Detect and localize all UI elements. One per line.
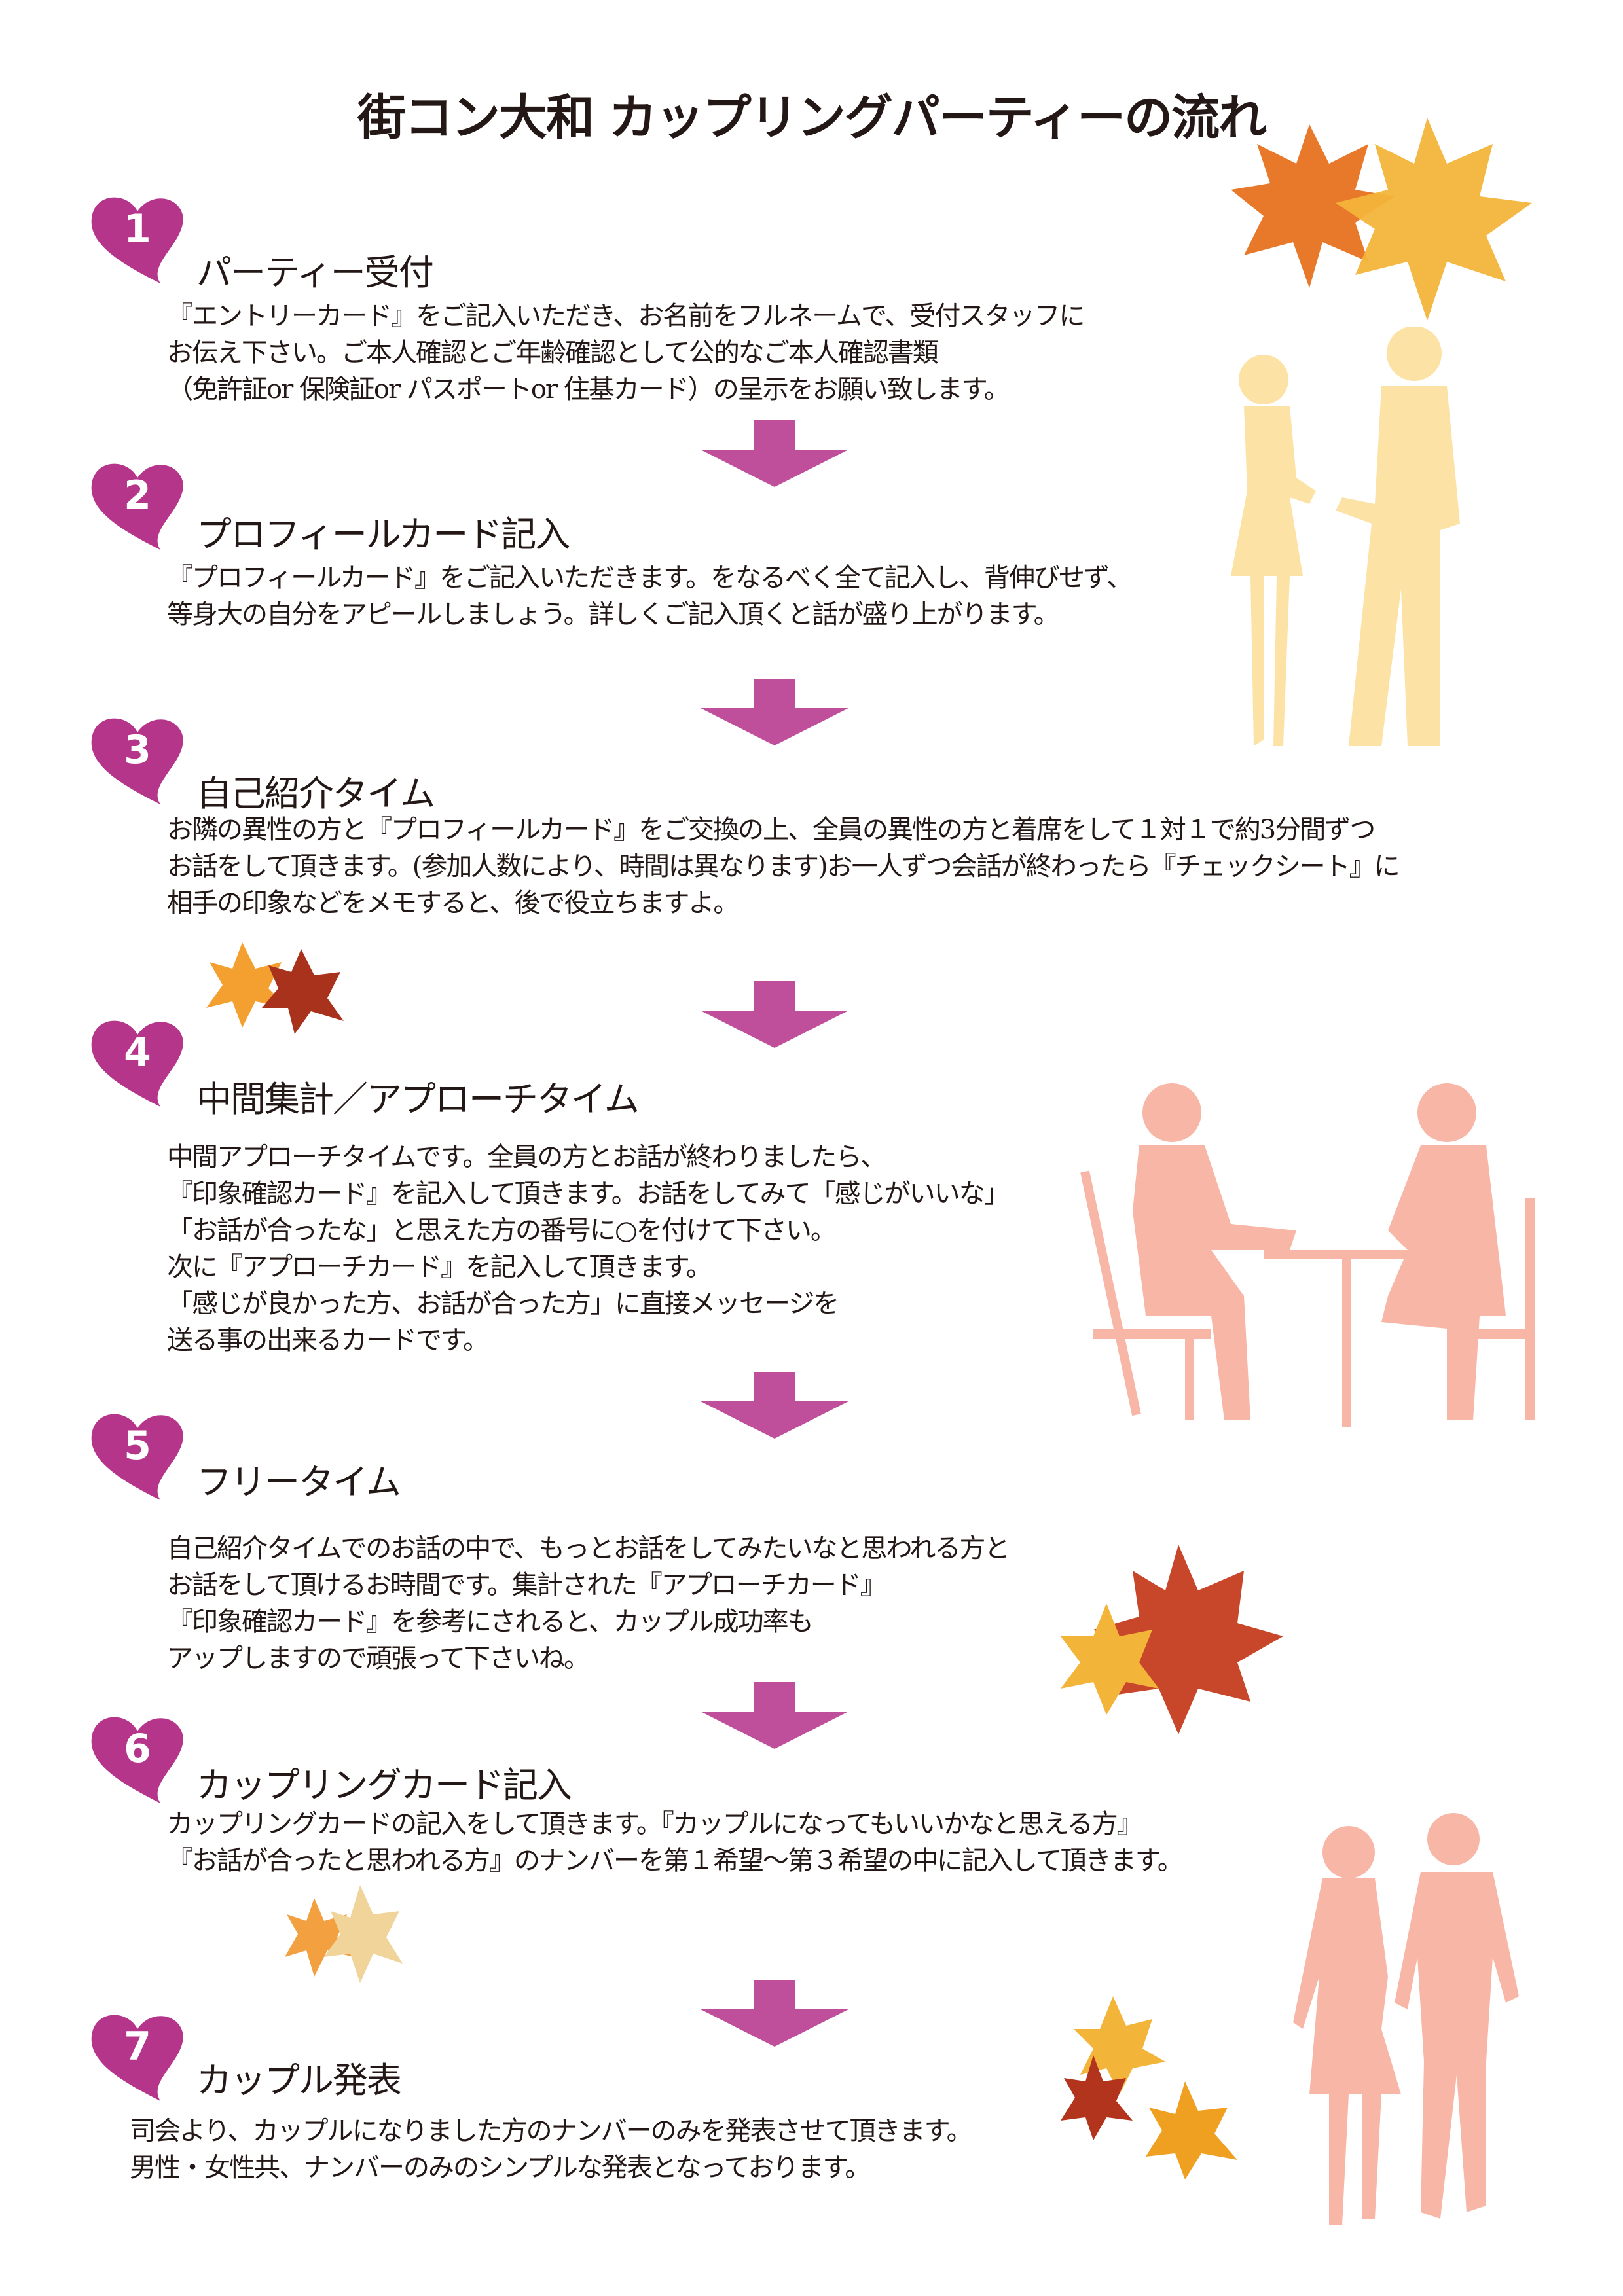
step-description-line: お話をして頂けるお時間です。集計された『アプローチカード』 [167, 1570, 886, 1600]
heart-icon [91, 463, 183, 550]
step-description-line: 相手の印象などをメモすると、後で役立ちますよ。 [167, 888, 739, 918]
step-number: 1 [124, 206, 151, 252]
down-arrow-icon [701, 1682, 848, 1749]
step-number: 3 [124, 727, 151, 773]
step-description-line: カップリングカードの記入をして頂きます。『カップルになってもいいかなと思える方』 [167, 1809, 1143, 1839]
heart-number-badge: 7 [88, 2009, 187, 2101]
step-heading: パーティー受付 [196, 252, 434, 293]
heart-number-badge: 2 [88, 458, 187, 550]
step-description-line: 『印象確認カード』を記入して頂きます。お話をしてみて「感じがいいな」 [167, 1179, 1010, 1209]
step-description-line: 「感じが良かった方、お話が合った方」に直接メッセージを [167, 1289, 839, 1319]
step-description-line: お伝え下さい。ご本人確認とご年齢確認として公的なご本人確認書類 [167, 338, 939, 368]
heart-icon [91, 2015, 183, 2101]
down-arrow-icon [701, 981, 848, 1048]
step-heading: プロフィールカード記入 [196, 514, 570, 555]
couple-dining-silhouette-icon [1080, 1083, 1535, 1427]
step-description-line: 『エントリーカード』をご記入いただき、お名前をフルネームで、受付スタッフに [167, 301, 1085, 331]
step-description-line: 司会より、カップルになりました方のナンバーのみを発表させて頂きます。 [130, 2116, 973, 2146]
step-description-line: お話をして頂きます。(参加人数により、時間は異なります)お一人ずつ会話が終わった… [167, 852, 1400, 882]
heart-icon [91, 718, 183, 804]
heart-icon [91, 197, 183, 283]
step-description-line: 『お話が合ったと思われる方』のナンバーを第１希望～第３希望の中に記入して頂きます… [167, 1846, 1184, 1876]
heart-number-badge: 6 [88, 1712, 187, 1803]
step-description-line: 自己紹介タイムでのお話の中で、もっとお話をしてみたいなと思われる方と [167, 1534, 1010, 1564]
step-number: 7 [124, 2024, 151, 2070]
maple-leaves-small-icon [206, 942, 344, 1034]
step-description-line: （免許証or 保険証or パスポートor 住基カード）の呈示をお願い致します。 [167, 374, 1010, 404]
step-heading: 自己紹介タイム [196, 773, 435, 814]
heart-number-badge: 5 [88, 1408, 187, 1500]
step-description-line: 等身大の自分をアピールしましょう。詳しくご記入頂くと話が盛り上がります。 [167, 600, 1060, 630]
heart-number-badge: 1 [88, 192, 187, 283]
step-description-line: お隣の異性の方と『プロフィールカード』をご交換の上、全員の異性の方と着席をして１… [167, 815, 1376, 845]
maple-leaves-faded-icon [285, 1885, 403, 1983]
down-arrow-icon [701, 1980, 848, 2047]
step-description-line: 次に『アプローチカード』を記入して頂きます。 [167, 1252, 712, 1282]
step-number: 4 [124, 1030, 151, 1075]
couple-walking-silhouette-icon [1293, 1813, 1519, 2225]
couple-talking-silhouette-icon [1231, 327, 1460, 746]
step-description-line: 『印象確認カード』を参考にされると、カップル成功率も [167, 1607, 814, 1637]
heart-icon [91, 1020, 183, 1107]
heart-icon [91, 1414, 183, 1500]
step-description-line: 「お話が合ったな」と思えた方の番号に○を付けて下さい。 [167, 1215, 837, 1246]
page-title: 街コン大和 カップリングパーティーの流れ [357, 90, 1267, 146]
step-heading: 中間集計／アプローチタイム [196, 1079, 640, 1120]
step-description-line: 『プロフィールカード』をご記入いただきます。をなるべく全て記入し、背伸びせず、 [167, 563, 1133, 593]
maple-leaves-middle-icon [1061, 1545, 1283, 1734]
maple-leaves-bottom-icon [1061, 1996, 1237, 2179]
step-description-line: 男性・女性共、ナンバーのみのシンプルな発表となっております。 [130, 2153, 871, 2183]
step-description-line: 中間アプローチタイムです。全員の方とお話が終わりましたら、 [167, 1142, 886, 1172]
down-arrow-icon [701, 420, 848, 487]
step-heading: フリータイム [196, 1462, 401, 1503]
step-heading: カップル発表 [196, 2060, 402, 2101]
heart-number-badge: 3 [88, 713, 187, 804]
step-number: 5 [124, 1423, 151, 1469]
down-arrow-icon [701, 679, 848, 745]
heart-number-badge: 4 [88, 1015, 187, 1107]
step-heading: カップリングカード記入 [196, 1765, 572, 1806]
step-description-line: 送る事の出来るカードです。 [167, 1325, 489, 1355]
step-number: 2 [124, 473, 151, 518]
step-description-line: アップしますので頑張って下さいね。 [167, 1643, 590, 1674]
heart-icon [91, 1717, 183, 1803]
down-arrow-icon [701, 1372, 848, 1439]
step-number: 6 [124, 1726, 151, 1772]
